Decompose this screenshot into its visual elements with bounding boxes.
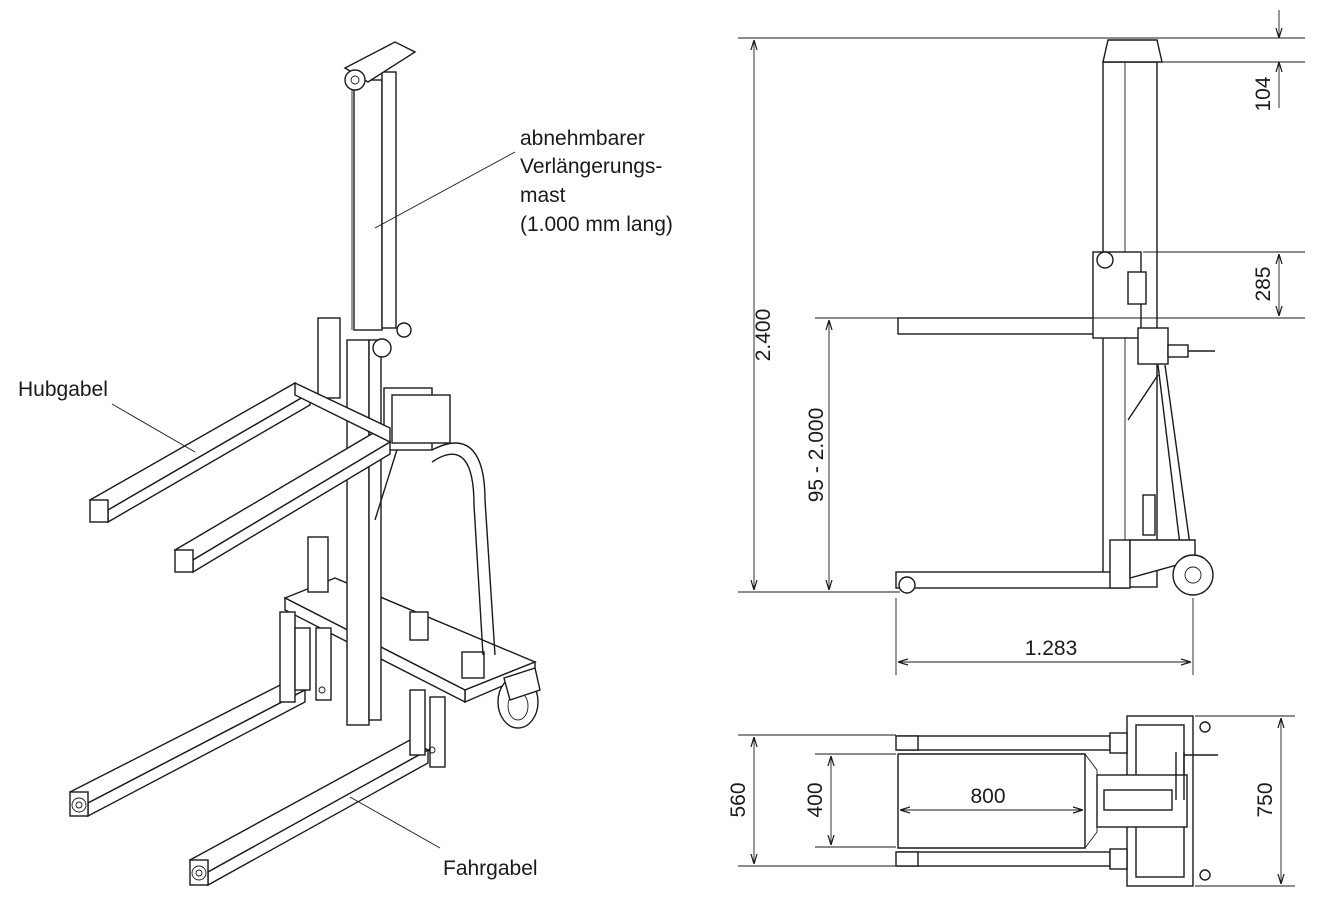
- lifting-fork-label: Hubgabel: [18, 378, 108, 401]
- mast-label-line3: mast: [520, 184, 566, 207]
- mast-label-line4: (1.000 mm lang): [520, 213, 673, 236]
- mast-leader-line: [374, 151, 516, 229]
- lifting-fork: [88, 317, 451, 574]
- driving-fork-label: Fahrgabel: [443, 857, 538, 880]
- mast-label-line2: Verlängerungs-: [520, 155, 662, 178]
- extension-mast: [343, 41, 417, 331]
- chassis: [279, 536, 541, 768]
- top-view: 560 400 800 750: [727, 715, 1295, 887]
- driving-fork: [68, 679, 430, 887]
- lifting-fork-leader-line: [111, 403, 196, 453]
- dim-top-offset: 104: [1252, 76, 1275, 111]
- dim-outer-width: 560: [727, 782, 750, 817]
- dim-chassis-width: 750: [1254, 782, 1277, 817]
- dim-inner-width: 400: [804, 782, 827, 817]
- dim-total-height: 2.400: [752, 309, 775, 362]
- side-view: 2.400 95 - 2.000 104 285 1.283: [738, 10, 1305, 675]
- dim-fork-length: 800: [970, 785, 1005, 808]
- dim-lift-range: 95 - 2.000: [805, 408, 828, 503]
- dim-total-length: 1.283: [1025, 637, 1078, 660]
- dim-carriage-offset: 285: [1252, 266, 1275, 301]
- isometric-view: abnehmbarer Verlängerungs- mast (1.000 m…: [18, 41, 673, 887]
- mast-label-line1: abnehmbarer: [520, 127, 645, 150]
- driving-fork-leader-line: [349, 796, 441, 849]
